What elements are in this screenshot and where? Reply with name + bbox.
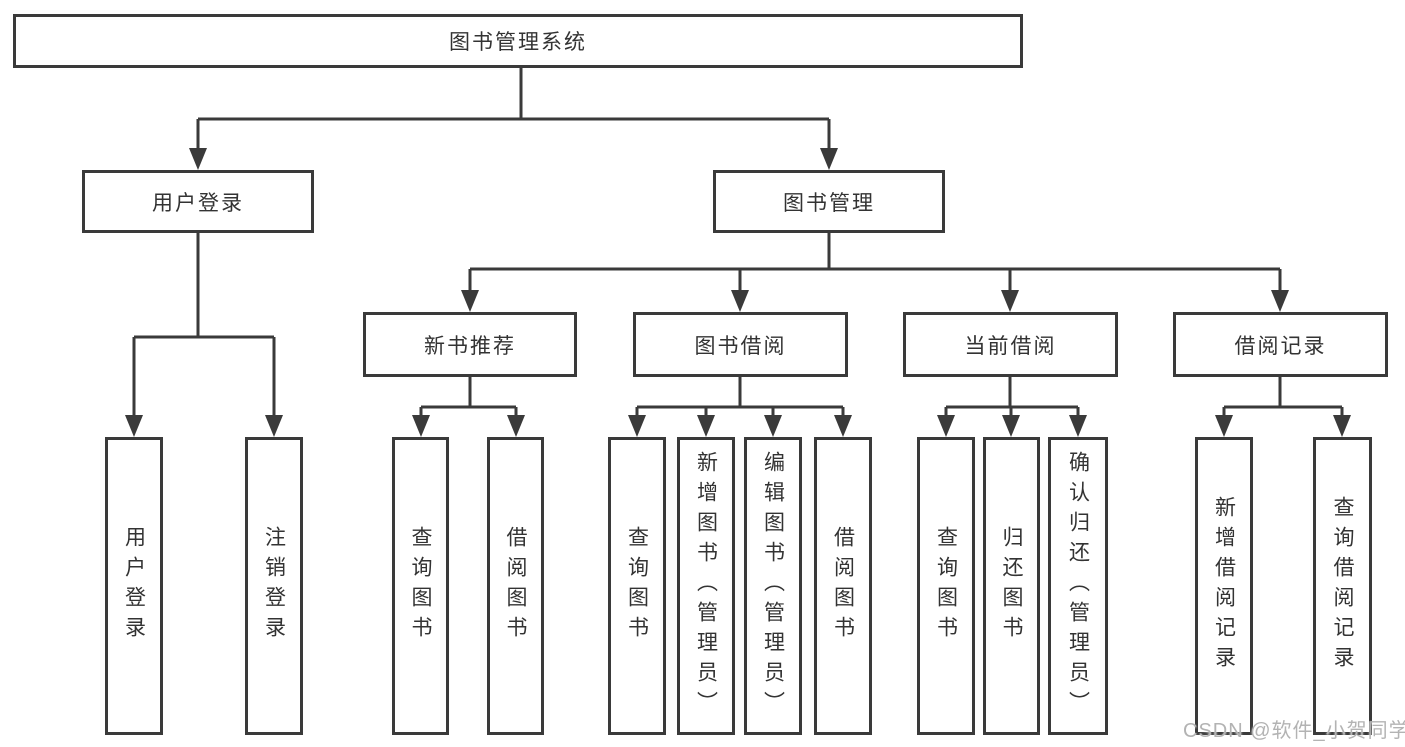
node-user-login: 用户登录 xyxy=(82,170,314,233)
node-new-book-recommend-label: 新书推荐 xyxy=(424,334,516,358)
arrow-down-icon xyxy=(820,148,838,170)
arrow-down-icon xyxy=(628,415,646,437)
arrow-down-icon xyxy=(1271,290,1289,312)
node-book-borrow-label: 图书借阅 xyxy=(694,334,787,358)
leaf-current-confirm-return: 确认归还（管理员） xyxy=(1048,437,1108,735)
leaf-user-login-label: 用户登录 xyxy=(122,526,146,646)
arrow-down-icon xyxy=(1069,415,1087,437)
leaf-borrow-query-book: 查询图书 xyxy=(608,437,666,735)
arrow-down-icon xyxy=(731,290,749,312)
node-current-borrow-label: 当前借阅 xyxy=(964,334,1057,358)
leaf-current-return-book-label: 归还图书 xyxy=(1000,526,1023,646)
leaf-current-query-book-label: 查询图书 xyxy=(934,526,958,646)
leaf-recommend-query-book-label: 查询图书 xyxy=(409,526,432,646)
connector-book-borrow-to-leaves xyxy=(628,377,852,437)
arrow-down-icon xyxy=(834,415,852,437)
connector-new-book-recommend-to-leaves xyxy=(412,377,525,437)
node-root: 图书管理系统 xyxy=(13,14,1023,68)
leaf-borrow-add-book-label: 新增图书（管理员） xyxy=(694,451,718,721)
node-new-book-recommend: 新书推荐 xyxy=(363,312,577,377)
node-borrow-record-label: 借阅记录 xyxy=(1234,334,1327,358)
leaf-current-confirm-return-label: 确认归还（管理员） xyxy=(1066,451,1090,721)
arrow-down-icon xyxy=(1001,290,1019,312)
arrow-down-icon xyxy=(1215,415,1233,437)
node-borrow-record: 借阅记录 xyxy=(1173,312,1388,377)
leaf-logout: 注销登录 xyxy=(245,437,303,735)
connector-root-to-level2 xyxy=(189,68,838,170)
connector-line xyxy=(944,377,1080,419)
leaf-borrow-add-book: 新增图书（管理员） xyxy=(677,437,735,735)
leaf-record-add: 新增借阅记录 xyxy=(1195,437,1253,735)
leaf-record-query: 查询借阅记录 xyxy=(1313,437,1372,735)
leaf-recommend-borrow-book-label: 借阅图书 xyxy=(504,526,527,646)
watermark-text: CSDN @软件_小贺同学 xyxy=(1183,720,1405,742)
arrow-down-icon xyxy=(265,415,283,437)
leaf-borrow-query-book-label: 查询图书 xyxy=(625,526,649,646)
arrow-down-icon xyxy=(1333,415,1351,437)
leaf-user-login: 用户登录 xyxy=(105,437,163,735)
arrow-down-icon xyxy=(189,148,207,170)
connector-user-login-to-leaves xyxy=(125,232,283,437)
arrow-down-icon xyxy=(507,415,525,437)
arrow-down-icon xyxy=(461,290,479,312)
node-user-login-label: 用户登录 xyxy=(152,191,244,215)
leaf-borrow-edit-book: 编辑图书（管理员） xyxy=(744,437,802,735)
node-book-management: 图书管理 xyxy=(713,170,945,233)
node-current-borrow: 当前借阅 xyxy=(903,312,1118,377)
connector-line xyxy=(196,68,831,150)
leaf-logout-label: 注销登录 xyxy=(262,526,286,646)
arrow-down-icon xyxy=(764,415,782,437)
connector-line xyxy=(468,232,1282,292)
leaf-recommend-borrow-book: 借阅图书 xyxy=(487,437,544,735)
node-book-management-label: 图书管理 xyxy=(783,191,875,215)
leaf-record-add-label: 新增借阅记录 xyxy=(1212,496,1236,676)
connector-book-management-to-level3 xyxy=(461,232,1289,312)
connector-line xyxy=(132,232,276,417)
leaf-current-return-book: 归还图书 xyxy=(983,437,1040,735)
arrow-down-icon xyxy=(412,415,430,437)
node-root-label: 图书管理系统 xyxy=(449,31,587,54)
arrow-down-icon xyxy=(937,415,955,437)
leaf-current-query-book: 查询图书 xyxy=(917,437,975,735)
leaf-record-query-label: 查询借阅记录 xyxy=(1331,496,1354,676)
leaf-borrow-borrow-book: 借阅图书 xyxy=(814,437,872,735)
arrow-down-icon xyxy=(1002,415,1020,437)
leaf-recommend-query-book: 查询图书 xyxy=(392,437,449,735)
leaf-borrow-borrow-book-label: 借阅图书 xyxy=(831,526,855,646)
leaf-borrow-edit-book-label: 编辑图书（管理员） xyxy=(761,451,785,721)
arrow-down-icon xyxy=(697,415,715,437)
connector-line xyxy=(419,377,518,419)
arrow-down-icon xyxy=(125,415,143,437)
node-book-borrow: 图书借阅 xyxy=(633,312,848,377)
connector-borrow-record-to-leaves xyxy=(1215,377,1351,437)
connector-line xyxy=(635,377,845,419)
connector-line xyxy=(1222,377,1344,419)
connector-current-borrow-to-leaves xyxy=(937,377,1087,437)
